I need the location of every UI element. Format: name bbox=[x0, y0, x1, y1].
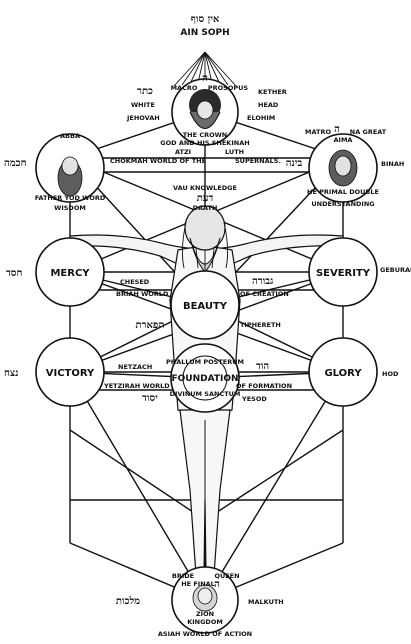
jehovah-label: JEHOVAH bbox=[126, 114, 160, 122]
ain-soph-rays bbox=[173, 51, 237, 87]
kether-label: KETHER bbox=[258, 88, 287, 96]
yesod-label: YESOD bbox=[241, 395, 267, 403]
wisdom-label: WISDOM bbox=[54, 204, 86, 212]
daath-hebrew: דעת bbox=[197, 193, 214, 204]
malkuth-hebrew: מלכות bbox=[116, 595, 140, 607]
tiphereth-title: BEAUTY bbox=[183, 301, 228, 312]
sephira-binah bbox=[308, 133, 378, 203]
of-creation-label: OF CREATION bbox=[240, 290, 289, 298]
chesed-hebrew: חסד bbox=[6, 268, 22, 279]
briah-world-label: BRIAH WORLD bbox=[116, 290, 169, 298]
vau-knowledge-label: VAU KNOWLEDGE bbox=[173, 184, 237, 192]
he-final-hey: ה bbox=[214, 579, 220, 590]
hod-label: HOD bbox=[382, 370, 399, 378]
understanding-label: UNDERSTANDING bbox=[311, 200, 374, 208]
queen-label: QUEEN bbox=[214, 572, 239, 580]
netzach-title: VICTORY bbox=[46, 368, 95, 379]
tiphereth-label: TIPHERETH bbox=[240, 321, 281, 329]
supernals-label: SUPERNALS. bbox=[235, 157, 281, 165]
sephira-geburah bbox=[308, 237, 378, 307]
daath-label: DAATH bbox=[193, 204, 218, 212]
asiah-label: ASIAH WORLD OF ACTION bbox=[158, 630, 252, 638]
sephira-chokmah bbox=[35, 133, 105, 203]
binah-arc-left: MATRO bbox=[305, 128, 331, 136]
atzi-label: ATZI bbox=[175, 148, 191, 156]
chokmah-title: ABBA bbox=[60, 132, 80, 140]
geburah-label: GEBURAH bbox=[380, 266, 411, 274]
binah-arc-right: NA GREAT bbox=[350, 128, 387, 136]
world-of-the-label: WORLD OF THE bbox=[150, 157, 206, 165]
hod-title: GLORY bbox=[324, 368, 362, 379]
chesed-title: MERCY bbox=[50, 268, 90, 279]
sephira-tiphereth bbox=[170, 270, 240, 340]
chokmah-hebrew: חכמה bbox=[4, 158, 27, 169]
malkuth-label: MALKUTH bbox=[248, 598, 284, 606]
he-final-label: HE FINAL bbox=[181, 580, 215, 588]
kether-hebrew: כתר bbox=[137, 86, 153, 97]
yetzirah-world-label: YETZIRAH WORLD bbox=[103, 382, 170, 390]
ain-soph-label: AIN SOPH bbox=[180, 28, 229, 38]
sephira-yesod bbox=[170, 343, 240, 413]
sephira-kether bbox=[171, 78, 239, 146]
binah-hey: ה bbox=[334, 124, 340, 135]
chokmah-arc: FATHER YOD WORD bbox=[35, 194, 106, 202]
kingdom-label: KINGDOM bbox=[187, 618, 223, 626]
prosopus-label: PROSOPUS bbox=[208, 84, 249, 92]
yesod-arc-top: PHALLUM POSTERUM bbox=[166, 358, 244, 366]
sephira-hod bbox=[308, 337, 378, 407]
ain-soph-hebrew: אין סוף bbox=[191, 14, 220, 25]
sephira-malkuth bbox=[171, 566, 239, 634]
macro-label: MACRO bbox=[171, 84, 198, 92]
head-label: HEAD bbox=[258, 101, 279, 109]
chokmah-label: CHOKMAH bbox=[110, 157, 148, 165]
sephira-chesed bbox=[35, 237, 105, 307]
sephira-netzach bbox=[35, 337, 105, 407]
tiphereth-hebrew: תפארת bbox=[136, 320, 165, 331]
luth-label: LUTH bbox=[225, 148, 244, 156]
geburah-title: SEVERITY bbox=[316, 268, 371, 279]
yesod-hebrew: יסוד bbox=[142, 393, 158, 404]
geburah-hebrew: גבורה bbox=[252, 276, 274, 287]
yesod-arc-bottom: DIVINUM SANCTUM bbox=[170, 390, 241, 398]
white-label: WHITE bbox=[131, 101, 155, 109]
elohim-label: ELOHIM bbox=[247, 114, 275, 122]
binah-label: BINAH bbox=[381, 160, 404, 168]
of-formation-label: OF FORMATION bbox=[236, 382, 292, 390]
binah-title: AIMA bbox=[334, 136, 353, 144]
chesed-label: CHESED bbox=[120, 278, 150, 286]
yesod-title: FOUNDATION bbox=[171, 374, 238, 384]
zion-label: ZION bbox=[196, 610, 214, 618]
the-crown-label: THE CROWN bbox=[183, 131, 228, 139]
binah-inner-hebrew: בינה bbox=[286, 158, 303, 169]
god-shekinah-label: GOD AND HIS SHEKINAH bbox=[160, 139, 249, 147]
hod-hebrew: הוד bbox=[256, 361, 269, 372]
binah-arc-bottom: HE PRIMAL DOUBLE bbox=[307, 188, 379, 196]
kether-hey: ה bbox=[202, 73, 208, 84]
netzach-label: NETZACH bbox=[118, 363, 152, 371]
netzach-hebrew: נצח bbox=[4, 368, 18, 379]
bride-label: BRIDE bbox=[172, 572, 194, 580]
